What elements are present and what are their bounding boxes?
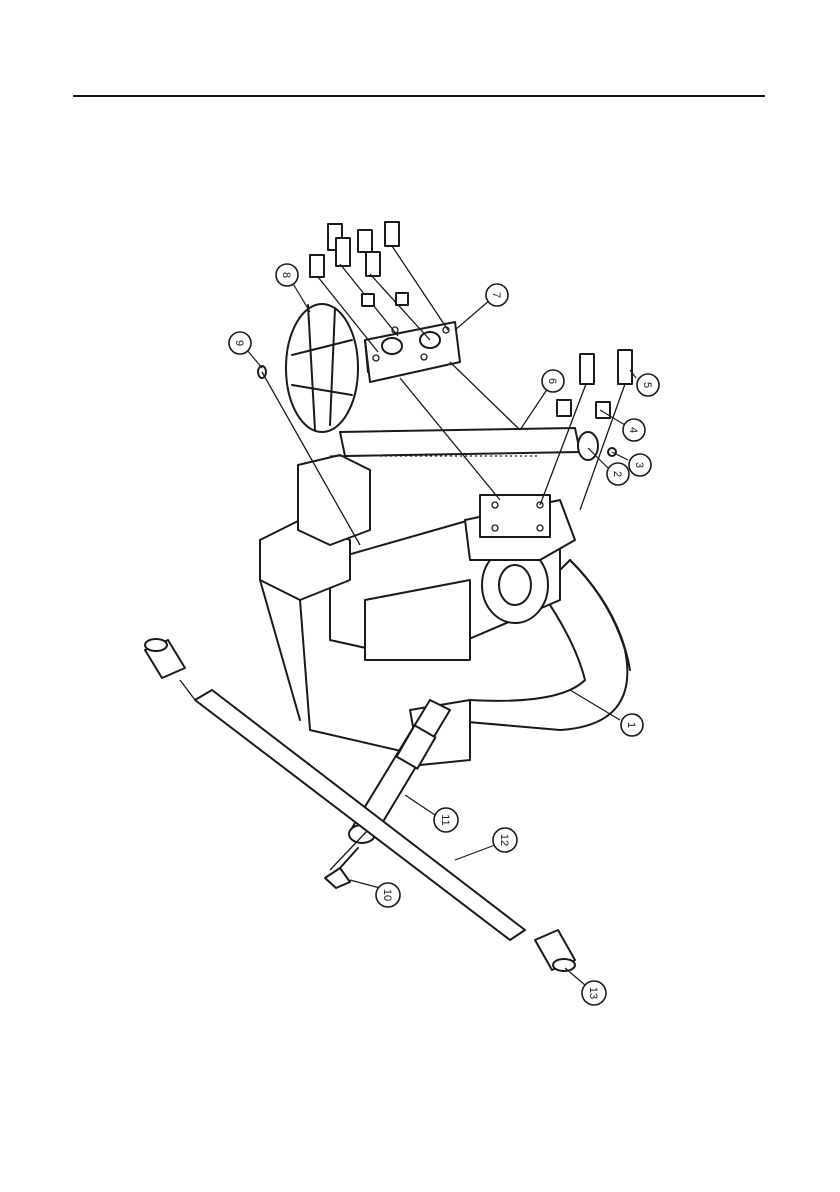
svg-text:3: 3 xyxy=(633,462,645,468)
callout-3: 3 xyxy=(629,454,651,476)
svg-text:8: 8 xyxy=(280,272,292,278)
svg-text:12: 12 xyxy=(498,834,510,846)
svg-text:6: 6 xyxy=(546,378,558,384)
callout-8: 8 xyxy=(276,264,298,286)
callout-9: 9 xyxy=(229,332,251,354)
clamp-plate-part xyxy=(365,322,520,500)
svg-text:10: 10 xyxy=(381,889,393,901)
callout-4: 4 xyxy=(623,419,645,441)
callout-5: 5 xyxy=(637,374,659,396)
rack-bar-part xyxy=(330,428,580,456)
svg-text:4: 4 xyxy=(627,427,639,433)
callout-2: 2 xyxy=(607,463,629,485)
callout-13: 13 xyxy=(582,981,606,1005)
svg-text:1: 1 xyxy=(625,722,637,728)
svg-text:13: 13 xyxy=(587,987,599,999)
cross-disc-part xyxy=(286,304,358,432)
svg-text:5: 5 xyxy=(641,382,653,388)
callout-11: 11 xyxy=(434,808,458,832)
svg-text:9: 9 xyxy=(233,340,245,346)
svg-text:11: 11 xyxy=(439,814,451,825)
svg-text:7: 7 xyxy=(490,292,502,298)
callout-12: 12 xyxy=(493,828,517,852)
callout-10: 10 xyxy=(376,883,400,907)
svg-text:2: 2 xyxy=(611,471,623,477)
callout-7: 7 xyxy=(486,284,508,306)
callout-1: 1 xyxy=(621,714,643,736)
spring-screw-part xyxy=(325,848,358,888)
callout-6: 6 xyxy=(542,370,564,392)
